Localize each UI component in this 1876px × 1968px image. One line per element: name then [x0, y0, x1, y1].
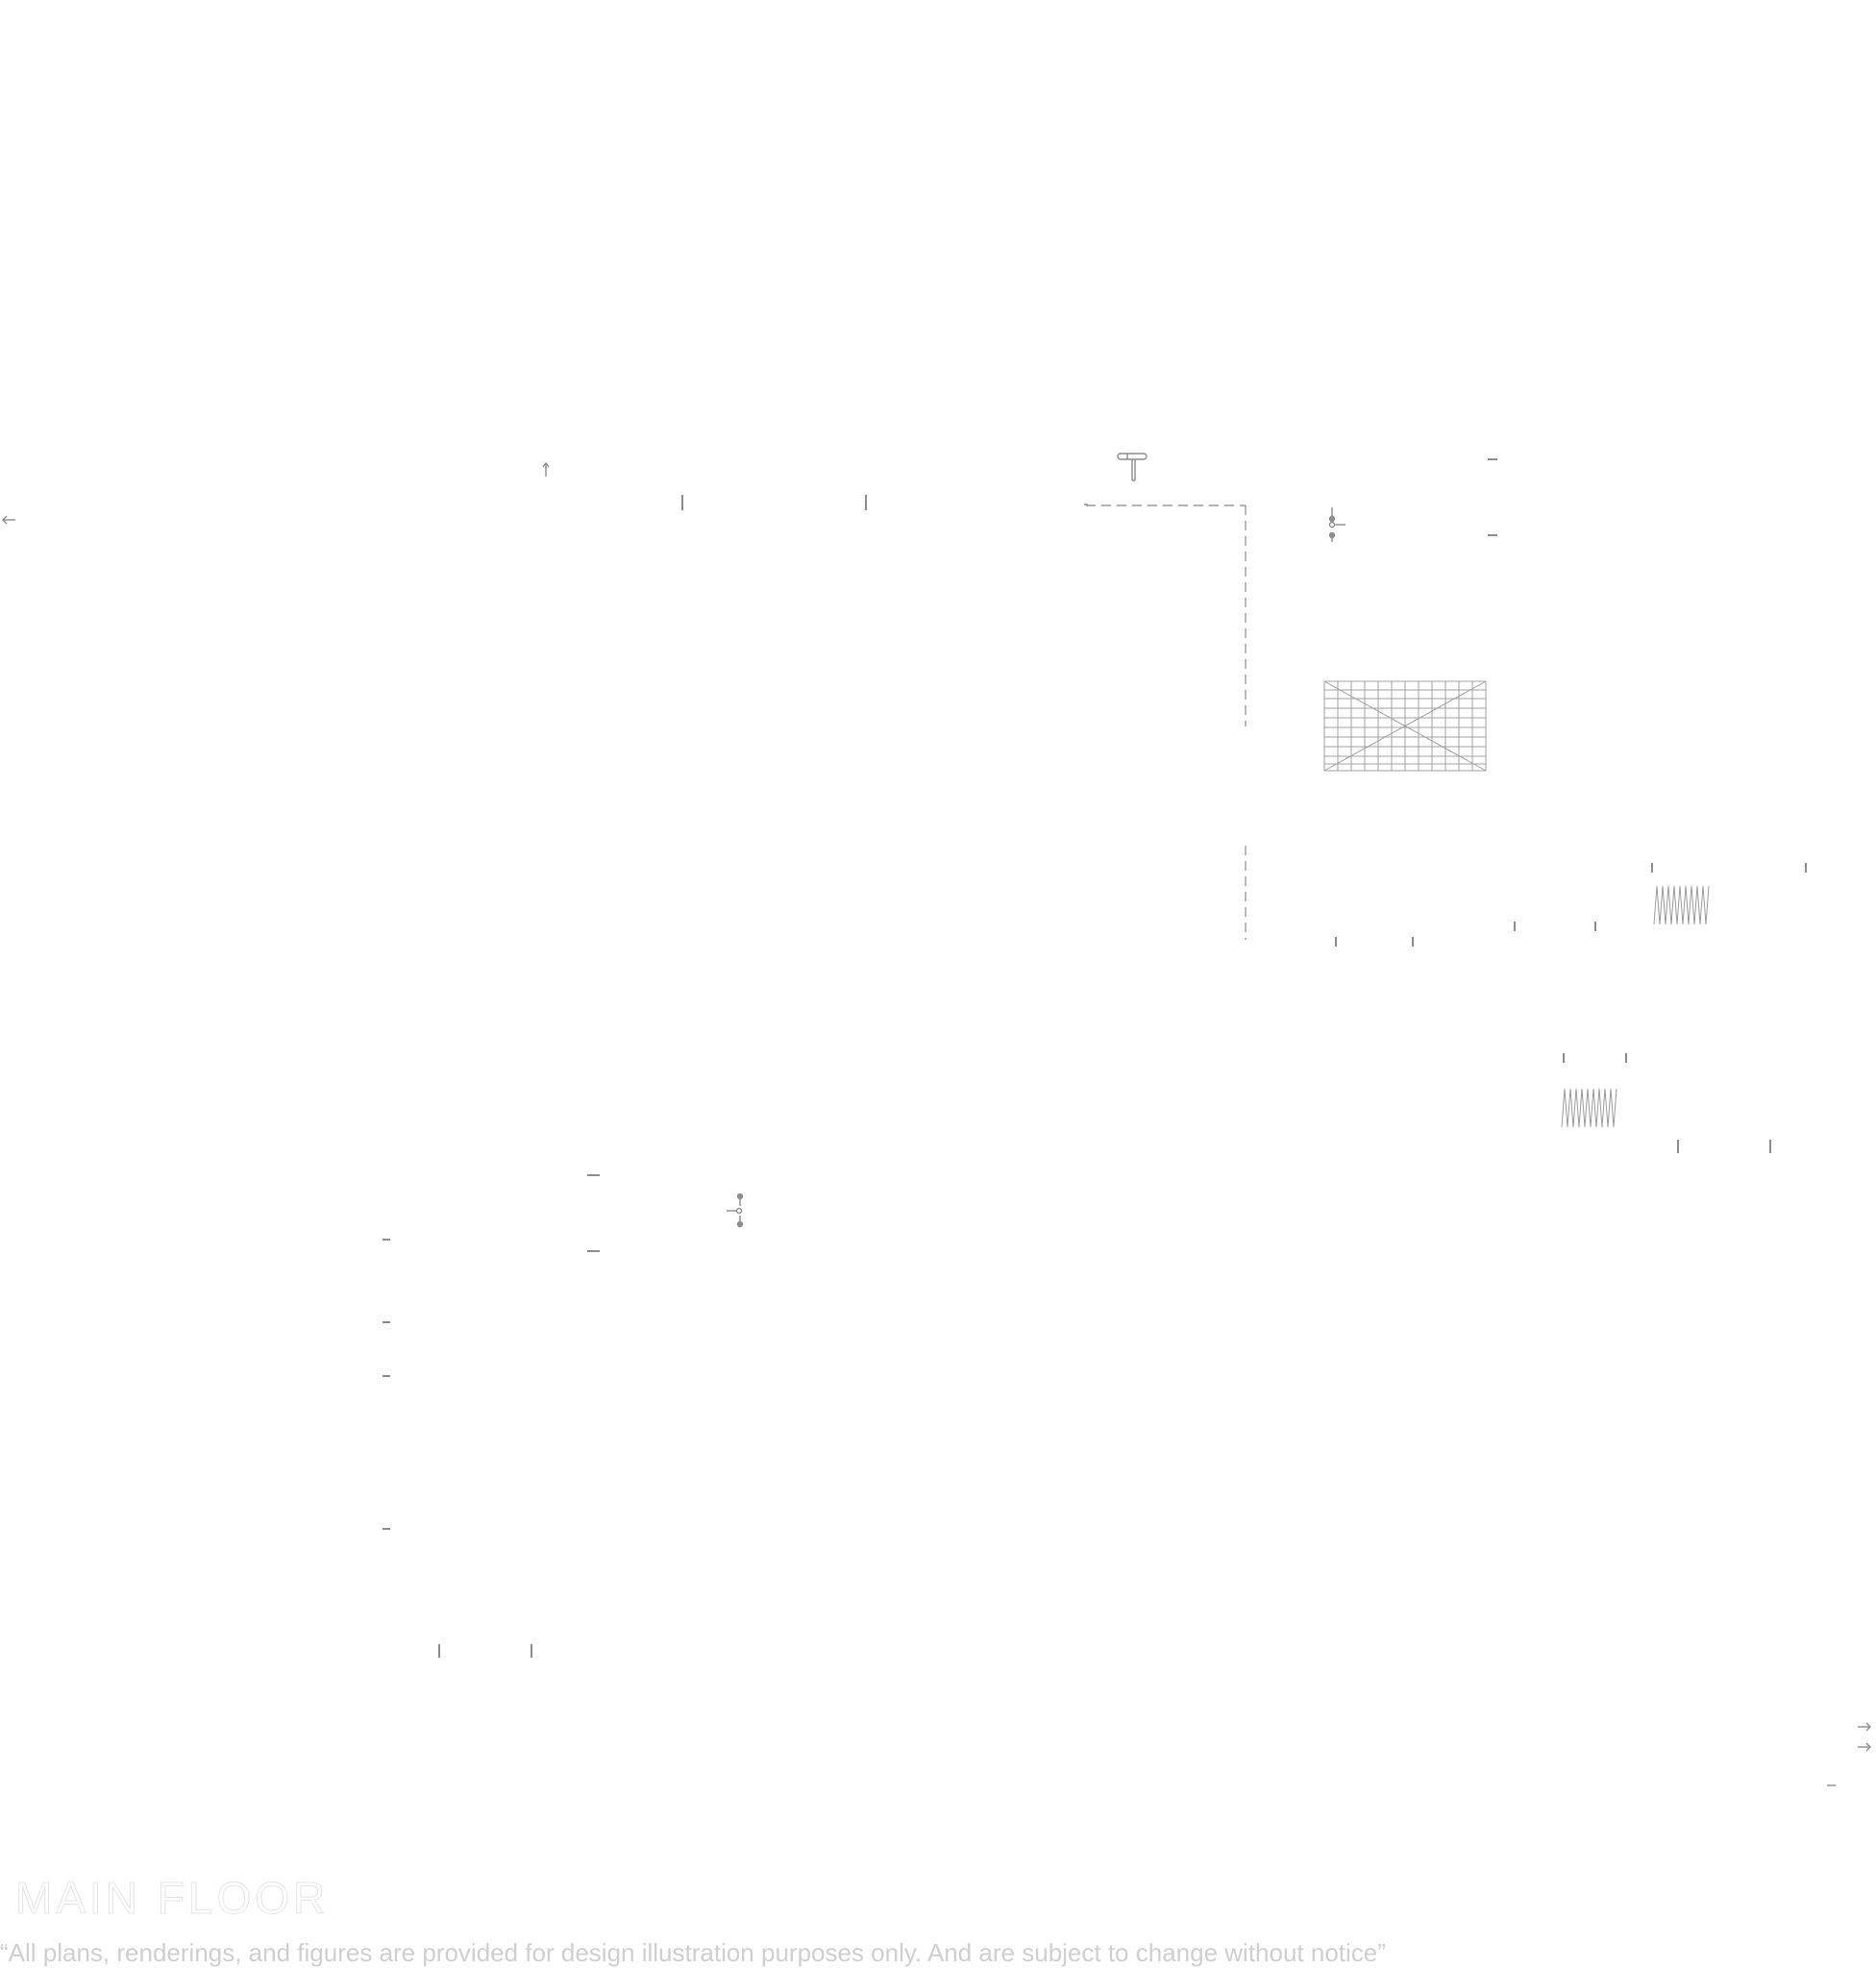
stair-grid-icon [1323, 680, 1487, 772]
section-arrow-icon [1858, 1722, 1871, 1732]
section-arrow-icon [1858, 1742, 1871, 1752]
faucet-fixture-icon [727, 1193, 744, 1228]
section-arrow-icon [542, 461, 550, 477]
section-arrow-icon [2, 515, 15, 525]
disclaimer-text: “All plans, renderings, and figures are … [0, 1938, 1386, 1967]
shower-head-icon [1117, 453, 1148, 481]
radiator-coil-icon [1653, 885, 1710, 925]
plan-title: MAIN FLOOR [14, 1873, 330, 1924]
dashed-wall-line [1086, 504, 1247, 940]
faucet-fixture-icon [1328, 507, 1345, 542]
radiator-coil-icon [1561, 1088, 1617, 1128]
